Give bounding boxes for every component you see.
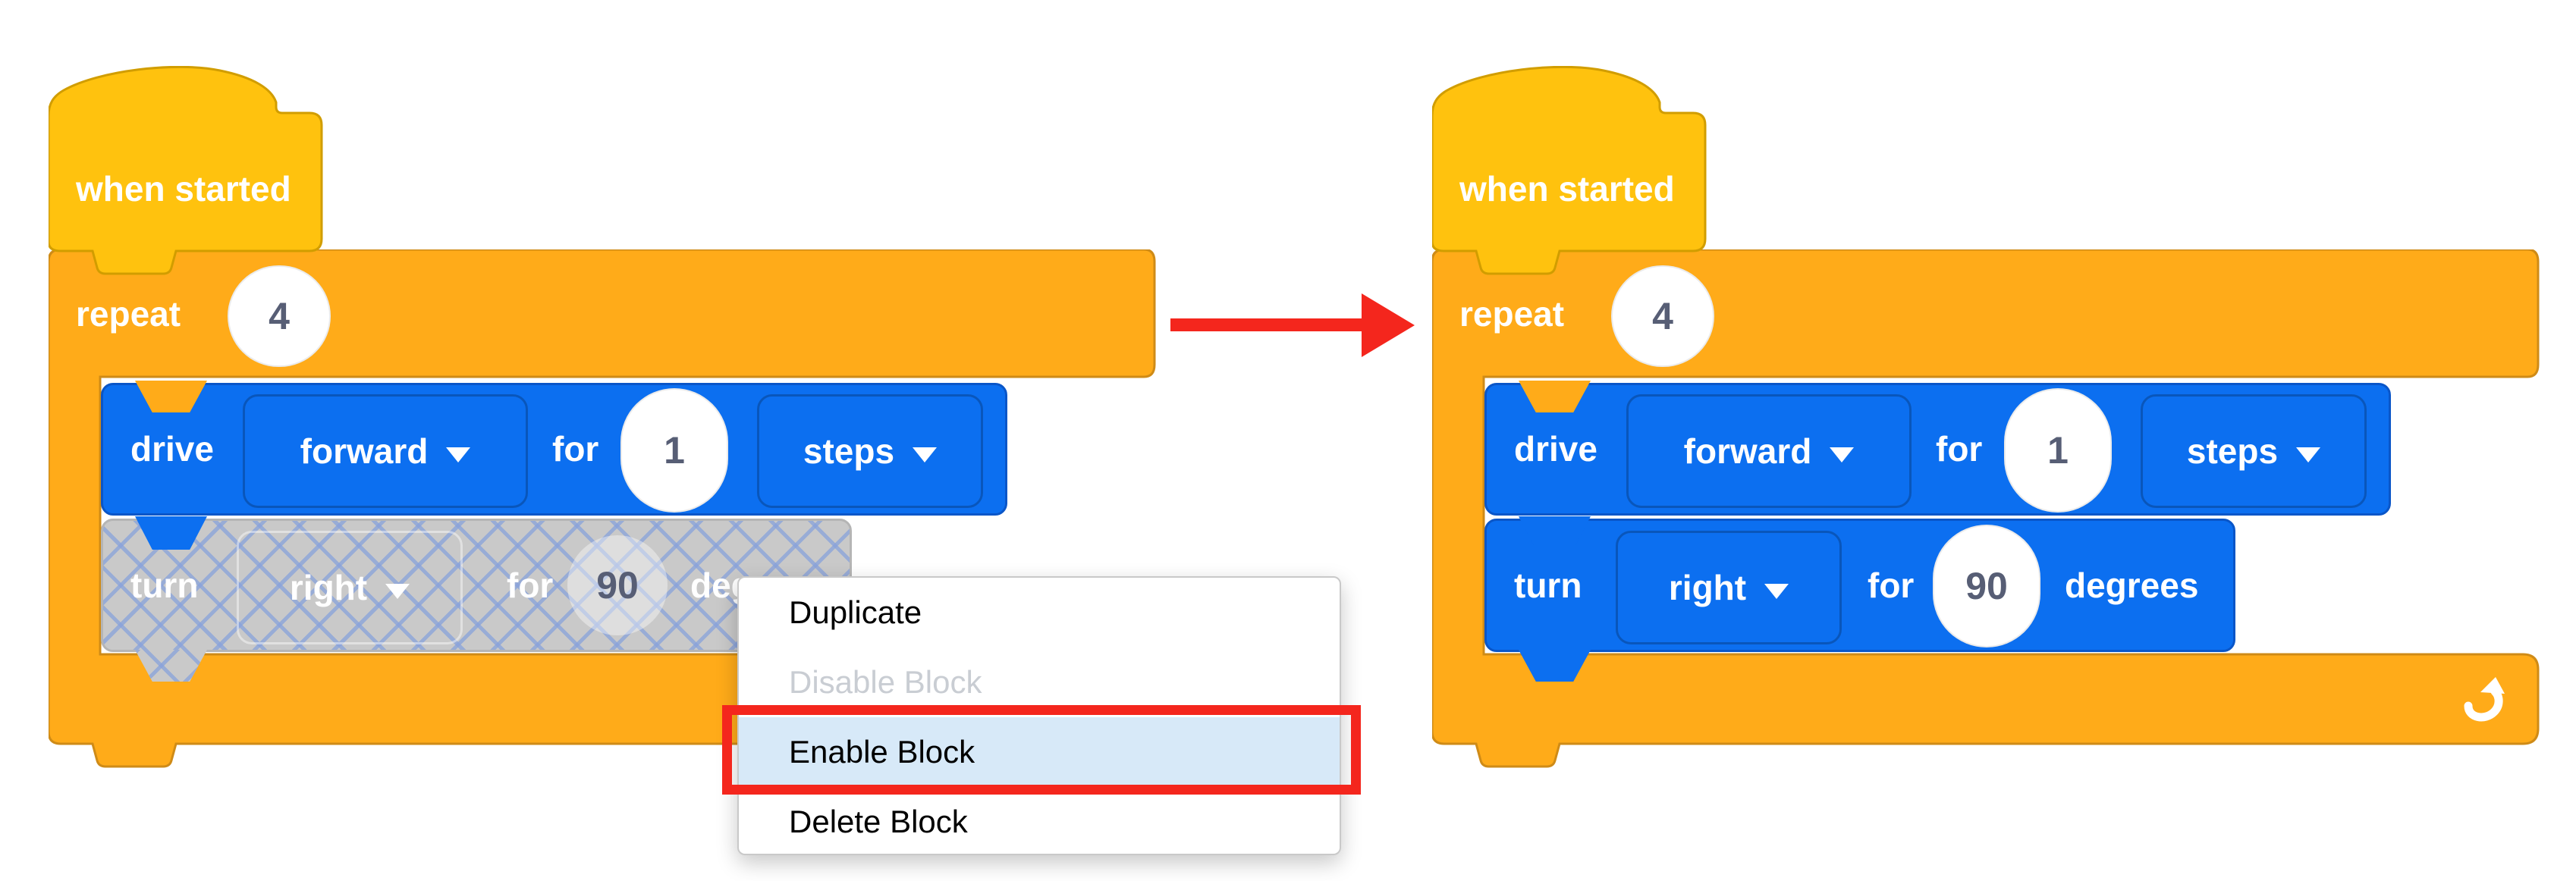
repeat-count-field[interactable]: 4 xyxy=(228,265,331,367)
turn-direction-dropdown[interactable]: right xyxy=(237,531,463,644)
drive-unit-dropdown[interactable]: steps xyxy=(757,394,983,508)
drive-value-field[interactable]: 1 xyxy=(2004,388,2112,513)
turn-direction-dropdown[interactable]: right xyxy=(1616,531,1842,644)
chevron-down-icon xyxy=(446,447,471,462)
hat-label: when started xyxy=(1459,169,1675,208)
drive-for-label: for xyxy=(1936,429,1983,469)
context-menu: Duplicate Disable Block Enable Block Del… xyxy=(737,576,1341,855)
turn-for-label: for xyxy=(1868,566,1915,605)
drive-label: drive xyxy=(1514,429,1597,469)
drive-label: drive xyxy=(130,429,214,469)
menu-item-enable-block[interactable]: Enable Block xyxy=(739,717,1340,787)
drive-value-field[interactable]: 1 xyxy=(620,388,728,513)
repeat-label: repeat xyxy=(1459,294,1565,334)
turn-direction-value: right xyxy=(1668,568,1747,607)
drive-unit-value: steps xyxy=(803,431,895,471)
hat-label: when started xyxy=(76,169,291,208)
chevron-down-icon xyxy=(2296,447,2321,462)
chevron-down-icon xyxy=(913,447,938,462)
turn-block-disabled[interactable] xyxy=(101,519,852,652)
drive-unit-value: steps xyxy=(2186,431,2279,471)
enable-block-highlight-box xyxy=(722,705,1361,795)
turn-value-field[interactable]: 90 xyxy=(567,535,668,635)
repeat-count-field[interactable]: 4 xyxy=(1611,265,1714,367)
loop-arrow-icon xyxy=(2464,677,2505,722)
when-started-hat-block[interactable] xyxy=(1432,66,1707,275)
turn-unit-label: degrees xyxy=(2065,566,2199,605)
chevron-down-icon xyxy=(1764,584,1789,599)
drive-direction-value: forward xyxy=(1683,431,1812,471)
repeat-c-block[interactable] xyxy=(1432,249,2541,771)
when-started-hat-block[interactable] xyxy=(49,66,323,275)
turn-direction-value: right xyxy=(289,568,368,607)
drive-for-label: for xyxy=(552,429,599,469)
drive-unit-dropdown[interactable]: steps xyxy=(2141,394,2367,508)
drive-direction-value: forward xyxy=(300,431,429,471)
menu-item-delete-block[interactable]: Delete Block xyxy=(789,804,968,839)
turn-label: turn xyxy=(1514,566,1582,605)
drive-direction-dropdown[interactable]: forward xyxy=(1626,394,1912,508)
repeat-label: repeat xyxy=(76,294,181,334)
turn-for-label: for xyxy=(507,566,554,605)
turn-value-field[interactable]: 90 xyxy=(1933,525,2040,647)
menu-item-disable-block[interactable]: Disable Block xyxy=(789,664,982,700)
chevron-down-icon xyxy=(385,584,410,599)
chevron-down-icon xyxy=(1830,447,1855,462)
menu-item-duplicate[interactable]: Duplicate xyxy=(789,594,922,630)
turn-label: turn xyxy=(130,566,199,605)
drive-direction-dropdown[interactable]: forward xyxy=(243,394,528,508)
turn-block-enabled[interactable] xyxy=(1484,519,2235,652)
